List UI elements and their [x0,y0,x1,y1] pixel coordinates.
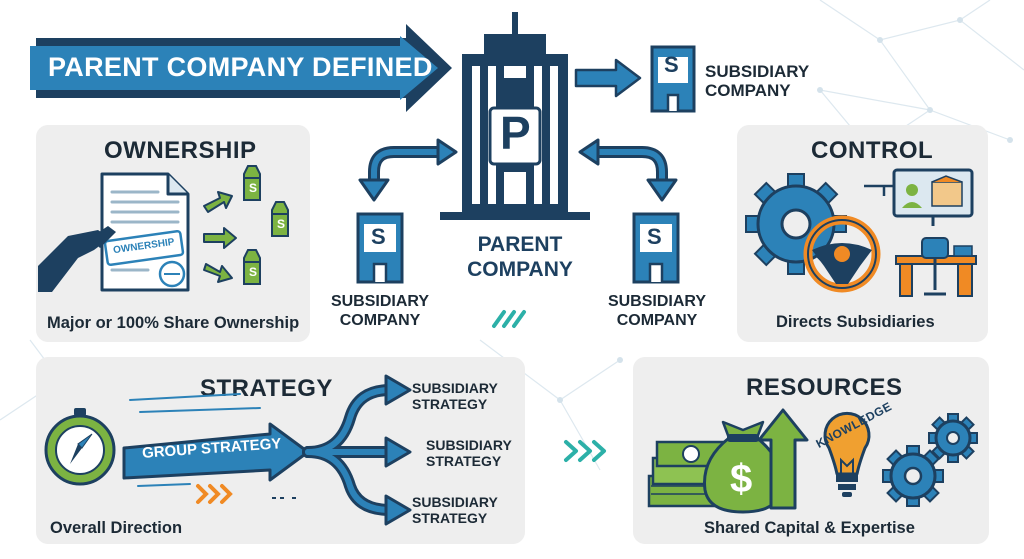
arrow-to-subsidiary-top [574,58,642,98]
gear-large-icon [882,445,944,507]
parent-company-label: PARENT COMPANY [467,233,573,281]
strategy-caption: Overall Direction [50,519,183,537]
subsidiary-right-label: SUBSIDIARY COMPANY [607,293,707,329]
ownership-title: OWNERSHIP [104,137,257,164]
control-caption: Directs Subsidiaries [776,313,935,331]
ownership-caption: Major or 100% Share Ownership [47,314,300,332]
lightbulb-icon [823,411,871,497]
subsidiary-top-label: SUBSIDIARY COMPANY [705,62,810,100]
subsidiary-right-letter: S [647,224,662,249]
strategy-graphic [44,374,412,526]
compass-icon [44,408,116,486]
resources-graphic [647,408,978,514]
resources-caption: Shared Capital & Expertise [704,519,915,537]
share-icon-letter-1: S [249,181,258,195]
gear-small-icon [928,413,978,463]
chevron-accent-icon [492,310,526,328]
subsidiary-strategy-label-2: SUBSIDIARY STRATEGY [426,437,512,469]
subsidiary-left-label: SUBSIDIARY COMPANY [330,293,430,329]
steering-wheel-icon [803,215,881,293]
double-chevron-icon [564,440,606,462]
subsidiary-building-top-icon [650,45,696,113]
subsidiary-building-right-icon [632,212,680,284]
subsidiary-left-letter: S [371,224,386,249]
resources-title: RESOURCES [746,374,903,401]
control-icons [745,168,977,297]
share-icon-letter-3: S [249,265,258,279]
share-icon-letter-2: S [277,217,286,231]
ownership-document-icon [38,165,289,292]
title-banner-arrow [30,24,452,112]
growth-arrow-icon [757,408,809,510]
arrow-to-subsidiary-left [358,138,458,202]
parent-building-icon [440,12,590,220]
subsidiary-strategy-label-1: SUBSIDIARY STRATEGY [412,380,498,412]
arrow-to-subsidiary-right [578,138,678,202]
subsidiary-top-letter: S [664,52,679,77]
money-bag-symbol: $ [730,457,753,501]
control-title: CONTROL [811,137,934,164]
subsidiary-strategy-label-3: SUBSIDIARY STRATEGY [412,494,498,526]
parent-building-letter: P [500,107,531,159]
banner-title: PARENT COMPANY DEFINED [48,52,433,82]
strategy-title: STRATEGY [200,375,333,402]
subsidiary-building-left-icon [356,212,404,284]
